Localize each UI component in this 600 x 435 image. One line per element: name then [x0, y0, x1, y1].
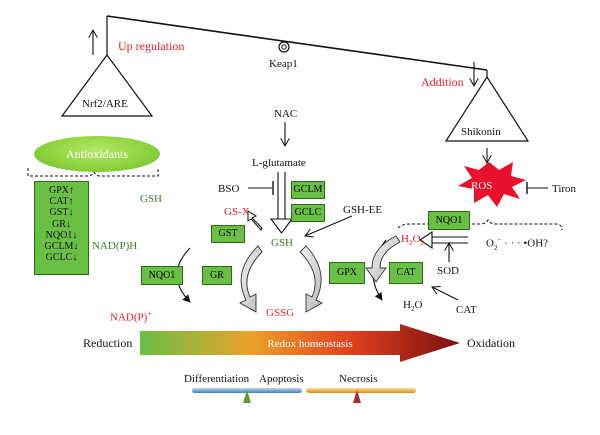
cat-arrow [432, 287, 459, 301]
keap1-label: Keap1 [269, 58, 298, 70]
oxidation-label: Oxidation [467, 336, 515, 350]
sod-label: SOD [437, 265, 460, 277]
antioxidant-item: GCLC↓ [45, 252, 78, 264]
up-regulation-label: Up regulation [118, 39, 185, 53]
superoxide-label: O2− · · · •OH? [486, 236, 549, 252]
differentiation-marker [243, 390, 251, 403]
cat-bottom-label: CAT [456, 304, 477, 316]
antioxidant-item: NQO1↓ [45, 229, 78, 241]
nadph-label: NAD(P)H [92, 240, 138, 252]
gsh-ee-arrow [305, 215, 353, 236]
redox-homeostasis-label: Redox homeostasis [267, 338, 353, 350]
nac-label: NAC [274, 108, 298, 120]
bso-label: BSO [218, 183, 240, 195]
antioxidant-item: GR↓ [52, 218, 71, 230]
balance-lever [106, 15, 488, 77]
ros-label: ROS [471, 180, 493, 192]
shikonin-label: Shikonin [461, 126, 501, 138]
gs-x-label: GS-X [224, 206, 250, 218]
antioxidant-brace [27, 168, 159, 177]
reduction-label: Reduction [83, 336, 133, 350]
antioxidant-item: GST↓ [49, 207, 74, 219]
nadp-label: NAD(P)+ [110, 309, 152, 324]
antioxidants-oval: Antioxidants [34, 136, 160, 172]
ros-brace [397, 218, 563, 231]
ros-burst [458, 162, 526, 207]
nrf2-label: Nrf2/ARE [82, 98, 128, 110]
gsh-left-label: GSH [140, 193, 163, 205]
gsx-arrow [247, 210, 263, 231]
antioxidant-item: GPX↑ [48, 185, 74, 196]
addition-label: Addition [421, 75, 464, 89]
o2-to-h2o2-arrow [419, 230, 468, 250]
l-glutamate-label: L-glutamate [252, 157, 306, 169]
shikonin-triangle [444, 75, 530, 142]
redox-arrow [140, 324, 460, 362]
nqo1-right-box: NQO1 [428, 211, 470, 230]
tiron-label: Tiron [552, 183, 577, 195]
nrf2-triangle [60, 53, 154, 117]
apoptosis-label: Apoptosis [259, 373, 304, 385]
cat-box: CAT [389, 262, 423, 284]
antioxidants-label: Antioxidants [66, 146, 128, 161]
gssg-label: GSSG [266, 307, 295, 319]
necrosis-bar [306, 388, 416, 393]
gst-box: GST [211, 225, 245, 243]
h2o2-label: H2O2 [401, 233, 424, 248]
h2o2-input-arrow [365, 235, 401, 283]
antioxidant-item: CAT↑ [49, 196, 74, 208]
antioxidant-list: GPX↑ CAT↑ GST↓ GR↓ NQO1↓ GCLM↓ GCLC↓ [34, 181, 89, 275]
necrosis-marker [353, 390, 361, 403]
h2o-label: H2O [403, 299, 423, 314]
gpx-box: GPX [329, 262, 365, 284]
glutamate-gsh-arrow [269, 172, 294, 234]
nqo1-left-box: NQO1 [141, 266, 183, 285]
antioxidant-item: GCLM↓ [44, 241, 79, 253]
gclc-box: GCLC [291, 204, 325, 222]
differentiation-label: Differentiation [184, 373, 250, 385]
gssg-to-gsh-left-arrow [239, 245, 263, 313]
gclm-box: GCLM [291, 181, 325, 199]
gsh-ee-label: GSH-EE [343, 204, 383, 216]
gr-box: GR [202, 266, 232, 285]
gsh-to-gssg-right-arrow [299, 245, 323, 313]
necrosis-label: Necrosis [339, 373, 378, 385]
gsh-center-label: GSH [271, 237, 294, 249]
